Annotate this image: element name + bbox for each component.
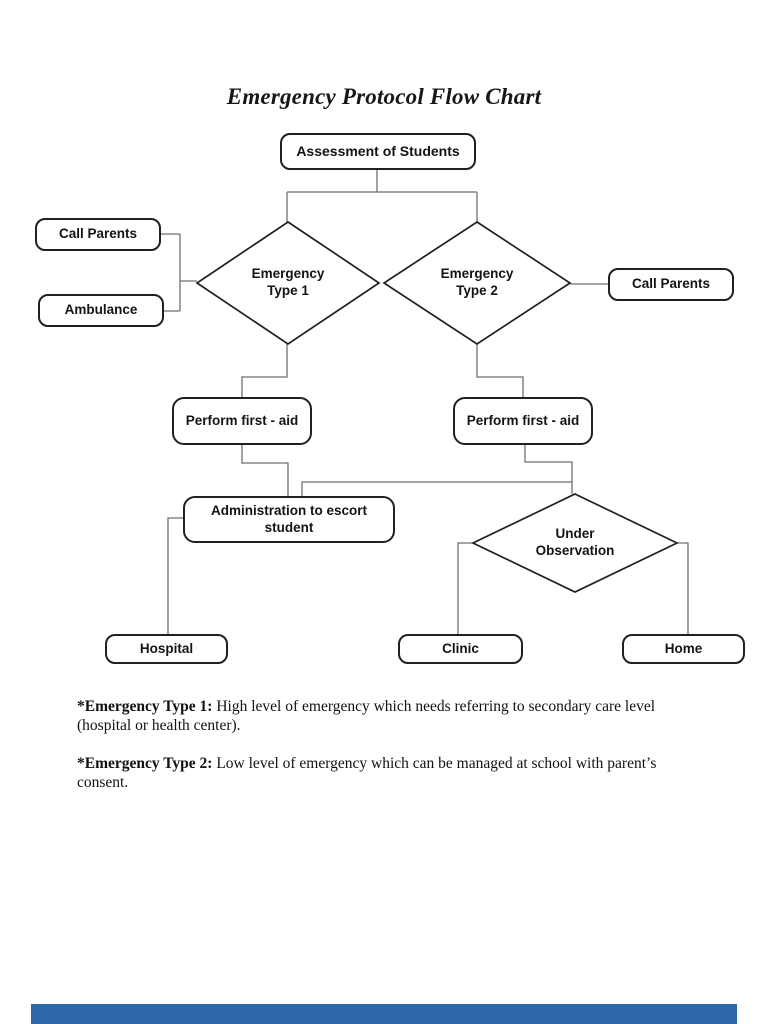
decision-emergency-type-1 bbox=[195, 220, 381, 346]
label-emergency-type-1: Emergency Type 1 bbox=[251, 266, 325, 298]
node-assessment-of-students: Assessment of Students bbox=[280, 133, 476, 170]
node-perform-first-aid-right: Perform first - aid bbox=[453, 397, 593, 445]
page-title: Emergency Protocol Flow Chart bbox=[226, 84, 542, 109]
footnote-1-prefix: *Emergency Type 1: bbox=[77, 698, 213, 715]
node-hospital: Hospital bbox=[105, 634, 228, 664]
decision-emergency-type-2 bbox=[382, 220, 572, 346]
decision-under-observation bbox=[471, 493, 679, 593]
node-call-parents-right: Call Parents bbox=[608, 268, 734, 301]
footnote-2-text: Low level of emergency which can be mana… bbox=[77, 754, 657, 791]
label-under-observation: Under Observation bbox=[535, 526, 615, 558]
footnote-emergency-type-1: *Emergency Type 1: High level of emergen… bbox=[77, 698, 678, 736]
footnote-2-prefix: *Emergency Type 2: bbox=[77, 754, 213, 772]
next-page-top-band bbox=[31, 1004, 737, 1024]
footnote-emergency-type-2: *Emergency Type 2: Low level of emergenc… bbox=[77, 755, 678, 793]
footnotes: *Emergency Type 1: High level of emergen… bbox=[77, 698, 678, 812]
node-home: Home bbox=[622, 634, 745, 664]
node-clinic: Clinic bbox=[398, 634, 523, 664]
footnote-1-text: High level of emergency which needs refe… bbox=[77, 698, 656, 734]
node-ambulance: Ambulance bbox=[38, 294, 164, 327]
node-call-parents-left: Call Parents bbox=[35, 218, 161, 251]
connector-lines bbox=[160, 170, 689, 634]
node-administration-to-escort-student: Administration to escort student bbox=[183, 496, 395, 543]
node-perform-first-aid-left: Perform first - aid bbox=[172, 397, 312, 445]
label-emergency-type-2: Emergency Type 2 bbox=[440, 266, 514, 298]
